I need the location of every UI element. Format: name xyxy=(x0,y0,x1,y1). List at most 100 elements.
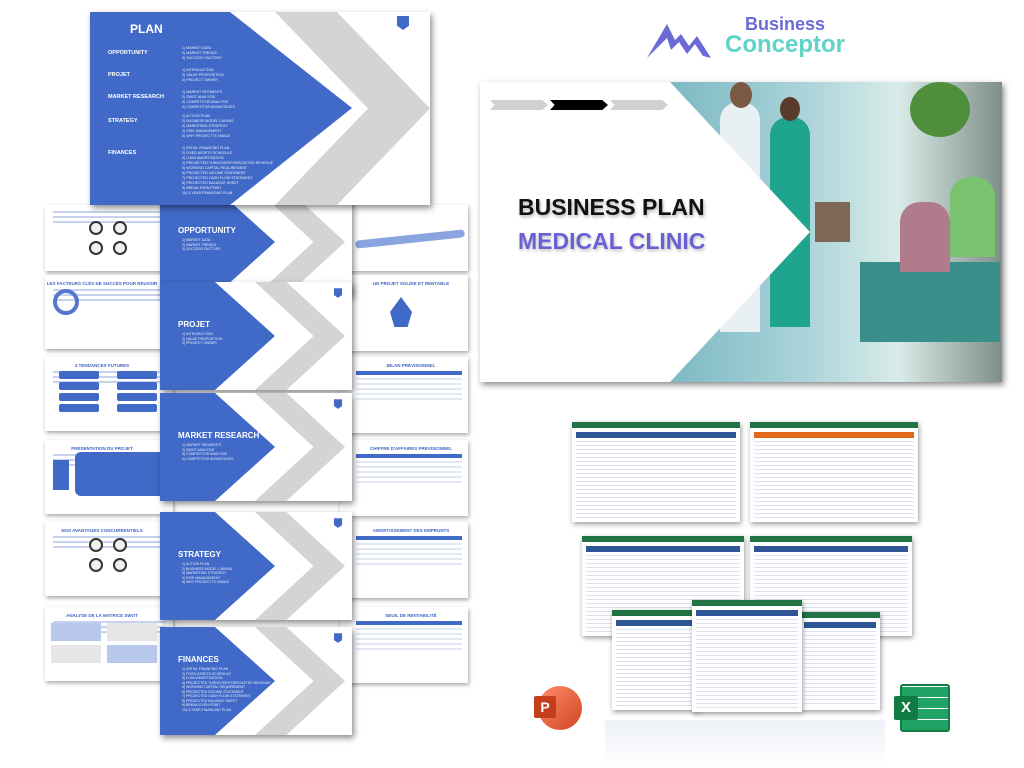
content-slide: LES FACTEURS CLÉS DE SUCCÈS POUR RÉUSSIR xyxy=(45,275,173,349)
detail-slide: UN PROJET SOLIDE ET RENTABLE xyxy=(340,275,468,351)
section-item: 3) LOAN AMORTIZATION xyxy=(182,676,223,680)
shield-logo-icon xyxy=(333,288,343,298)
section-item: 1) MARKET DATA xyxy=(182,238,211,242)
plan-item: 8) PROJECTED BALANCE SHEET xyxy=(182,181,239,185)
section-item: 2) VALUE PROPOSITION xyxy=(182,336,223,341)
excel-icon: X xyxy=(894,684,950,732)
section-title: MARKET RESEARCH xyxy=(178,431,260,440)
content-slide: NOS AVANTAGES CONCURRENTIELS xyxy=(45,522,173,596)
shield-logo-icon xyxy=(397,16,409,30)
detail-slide-title: BILAN PRÉVISIONNEL xyxy=(386,363,436,368)
section-title: OPPORTUNITY xyxy=(178,226,236,235)
plan-item: 3) LOAN AMORTIZATION xyxy=(182,156,224,160)
section-item: 3) MARKETING STRATEGY xyxy=(182,571,227,575)
plan-item: 1) MARKET SEGMENTS xyxy=(182,90,223,94)
shield-logo-icon xyxy=(333,518,343,528)
detail-slide: SEUIL DE RENTABILITÉ xyxy=(340,607,468,683)
detail-slide xyxy=(340,205,468,271)
section-item: 2) BUSINESS MODEL CANVAS xyxy=(182,566,233,571)
section-title: PROJET xyxy=(178,320,211,329)
plan-item: 4) PROJECTED TURNOVER/FORECASTED REVENUE xyxy=(182,161,273,165)
logo-line1: Business xyxy=(745,14,826,34)
section-item: 1) MARKET SEGMENTS xyxy=(182,443,222,447)
mountain-logo-icon xyxy=(647,24,711,58)
section-title: FINANCES xyxy=(178,655,219,664)
section-item: 5) WHY PROJECT IS VIABLE xyxy=(182,580,229,584)
shield-logo-icon xyxy=(333,399,343,409)
detail-slide: AMORTISSEMENT DES EMPRUNTS xyxy=(340,522,468,598)
section-item: 3) COMPETITOR ANALYSIS xyxy=(182,452,227,456)
section-item: 3) SUCCESS FACTORS xyxy=(182,247,221,251)
cover-subtitle: MEDICAL CLINIC xyxy=(518,228,706,254)
section-item: 1) INTRODUCTION xyxy=(182,332,213,336)
content-slide xyxy=(45,205,173,271)
content-slide-title: NOS AVANTAGES CONCURRENTIELS xyxy=(61,528,143,533)
plan-item: 2) BUSINESS MODEL CANVAS xyxy=(182,119,234,123)
content-slide: 3 TENDANCES FUTURES xyxy=(45,357,173,431)
section-item: 4) PROJECTED TURNOVER/FORECASTED REVENUE xyxy=(182,680,271,685)
plan-item: 3) PROJECT OWNER xyxy=(182,78,218,82)
content-slide-title: LES FACTEURS CLÉS DE SUCCÈS POUR RÉUSSIR xyxy=(46,281,158,286)
plan-item: 5) WORKING CAPITAL REQUIREMENT xyxy=(182,166,247,170)
section-item: 5) WORKING CAPITAL REQUIREMENT xyxy=(182,685,246,689)
powerpoint-icon: P xyxy=(534,686,582,730)
content-slide: PRÉSENTATION DU PROJET xyxy=(45,440,173,514)
section-item: 4) RISK MANAGEMENT xyxy=(182,575,221,580)
plan-item: 3) SUCCESS FACTORS xyxy=(182,56,222,60)
detail-slide-title: CHIFFRE D'AFFAIRES PRÉVISIONNEL xyxy=(369,446,453,451)
plan-item: 3) COMPETITOR ANALYSIS xyxy=(182,100,229,104)
plan-item: 4) COMPETITOR ADVANTAGES xyxy=(182,105,235,109)
plan-item: 2) MARKET TRENDS xyxy=(182,51,217,55)
plan-item: 1) ACTION PLAN xyxy=(182,114,210,118)
plan-item: 4) RISK MANAGEMENT xyxy=(182,129,222,133)
plan-item: 7) PROJECTED CASH FLOW STATEMENT xyxy=(182,176,253,180)
section-item: 4) COMPETITOR ADVANTAGES xyxy=(182,456,234,461)
section-item: 2) SWOT ANALYSIS xyxy=(182,447,215,452)
content-slide-title: PRÉSENTATION DU PROJET xyxy=(71,446,133,451)
plan-item: 1) INITIAL FINANCING PLAN xyxy=(182,146,230,150)
cover-title: BUSINESS PLAN xyxy=(518,194,705,220)
plan-section-finances: FINANCES xyxy=(108,150,137,156)
plan-section-market-research: MARKET RESEARCH xyxy=(108,94,164,100)
section-item: 9) BREAK-EVEN POINT xyxy=(182,703,221,707)
plan-title: PLAN xyxy=(130,22,163,36)
section-item: 8) PROJECTED BALANCE SHEET xyxy=(182,698,238,703)
section-item: 10) 3-YEAR FINANCING PLAN xyxy=(182,707,232,712)
plan-section-projet: PROJET xyxy=(108,72,131,78)
content-slide-title: 3 TENDANCES FUTURES xyxy=(74,363,130,368)
section-item: 1) ACTION PLAN xyxy=(182,562,210,566)
plan-item: 5) WHY PROJECT IS VIABLE xyxy=(182,134,231,138)
content-slide-title: ANALYSE DE LA MATRICE SWOT xyxy=(66,613,138,618)
plan-section-opportunity: OPPORTUNITY xyxy=(108,50,148,56)
plan-item: 6) PROJECTED INCOME STATEMENT xyxy=(182,171,246,175)
detail-slide: CHIFFRE D'AFFAIRES PRÉVISIONNEL xyxy=(340,440,468,516)
section-item: 2) FIXED ASSETS SCHEDULE xyxy=(182,671,232,676)
business-conceptor-logo: Business Conceptor xyxy=(645,14,855,62)
plan-item: 3) MARKETING STRATEGY xyxy=(182,124,228,128)
detail-slide: BILAN PRÉVISIONNEL xyxy=(340,357,468,433)
progress-arrows xyxy=(490,100,670,112)
plan-item: 1) INTRODUCTION xyxy=(182,68,214,72)
section-item: 6) PROJECTED INCOME STATEMENT xyxy=(182,689,244,694)
detail-slide-title: AMORTISSEMENT DES EMPRUNTS xyxy=(372,528,450,533)
section-title: STRATEGY xyxy=(178,550,221,559)
section-item: 3) PROJECT OWNER xyxy=(182,341,217,345)
section-item: 1) INITIAL FINANCING PLAN xyxy=(182,667,229,671)
detail-slide-title: UN PROJET SOLIDE ET RENTABLE xyxy=(372,281,450,286)
cover-slide: BUSINESS PLAN MEDICAL CLINIC xyxy=(480,82,1002,382)
section-item: 2) MARKET TRENDS xyxy=(182,242,216,247)
plan-item: 10) 3-YEAR FINANCING PLAN xyxy=(182,191,233,195)
plan-item: 2) FIXED ASSETS SCHEDULE xyxy=(182,151,233,155)
plan-item: 1) MARKET DATA xyxy=(182,46,212,50)
plan-item: 9) BREAK-EVEN POINT xyxy=(182,186,222,190)
detail-slide-title: SEUIL DE RENTABILITÉ xyxy=(385,613,437,618)
content-slide: ANALYSE DE LA MATRICE SWOT xyxy=(45,607,173,681)
plan-item: 2) VALUE PROPOSITION xyxy=(182,73,224,77)
logo-line2: Conceptor xyxy=(725,31,845,58)
